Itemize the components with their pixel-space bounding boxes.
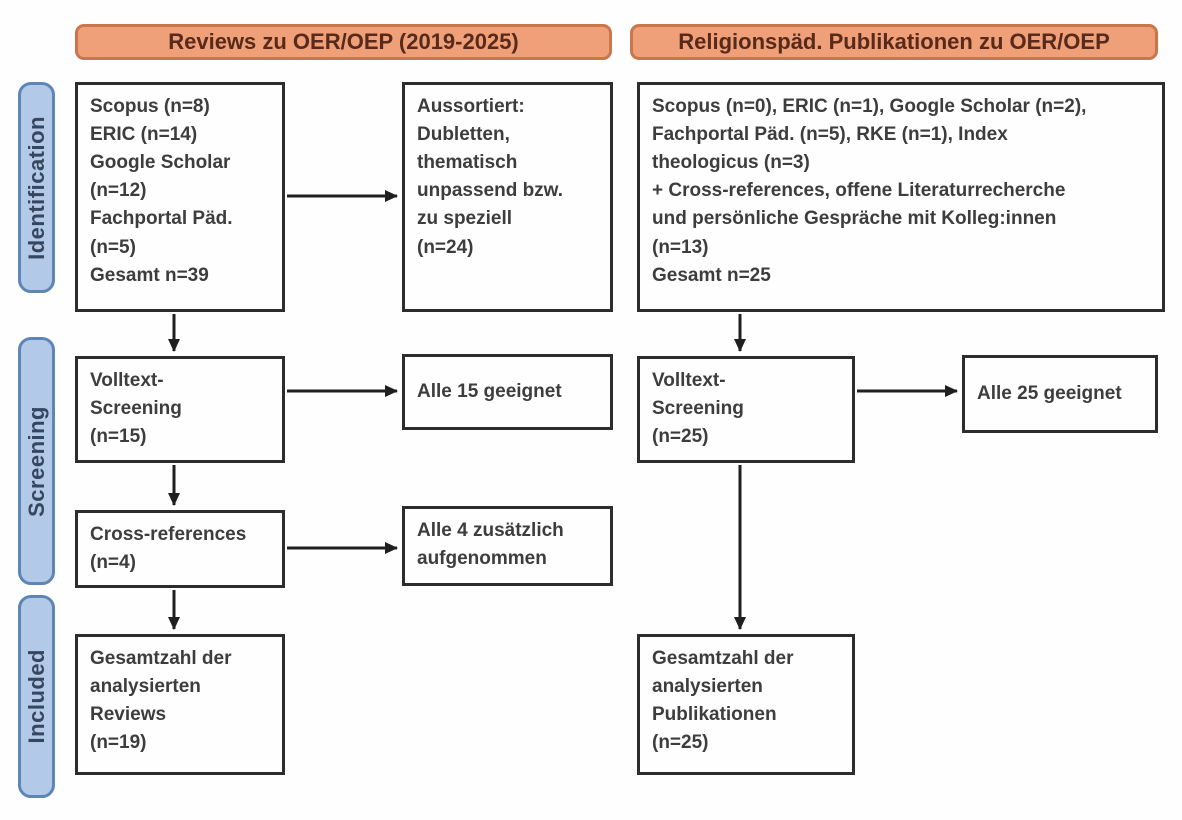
box-right-fulltext-result: Alle 25 geeignet bbox=[962, 355, 1158, 433]
stage-label-included-text: Included bbox=[23, 649, 49, 744]
stage-label-identification-text: Identification bbox=[23, 115, 49, 260]
box-right-fulltext-screening: Volltext- Screening (n=25) bbox=[637, 356, 855, 463]
stage-label-identification: Identification bbox=[18, 82, 55, 293]
box-left-fulltext-result: Alle 15 geeignet bbox=[402, 354, 613, 430]
box-left-crossref-result: Alle 4 zusätzlich aufgenommen bbox=[402, 506, 613, 586]
box-right-sources: Scopus (n=0), ERIC (n=1), Google Scholar… bbox=[637, 82, 1165, 312]
box-left-excluded: Aussortiert: Dubletten, thematisch unpas… bbox=[402, 82, 613, 312]
box-left-sources: Scopus (n=8) ERIC (n=14) Google Scholar … bbox=[75, 82, 285, 312]
box-left-included-total: Gesamtzahl der analysierten Reviews (n=1… bbox=[75, 634, 285, 775]
stage-label-included: Included bbox=[18, 595, 55, 798]
box-right-included-total: Gesamtzahl der analysierten Publikatione… bbox=[637, 634, 855, 775]
box-left-crossref: Cross-references (n=4) bbox=[75, 510, 285, 588]
stage-label-screening: Screening bbox=[18, 337, 55, 585]
box-left-fulltext-screening: Volltext- Screening (n=15) bbox=[75, 356, 285, 463]
banner-reviews: Reviews zu OER/OEP (2019-2025) bbox=[75, 24, 612, 60]
banner-religionspaed: Religionspäd. Publikationen zu OER/OEP bbox=[630, 24, 1158, 60]
stage-label-screening-text: Screening bbox=[23, 405, 49, 517]
